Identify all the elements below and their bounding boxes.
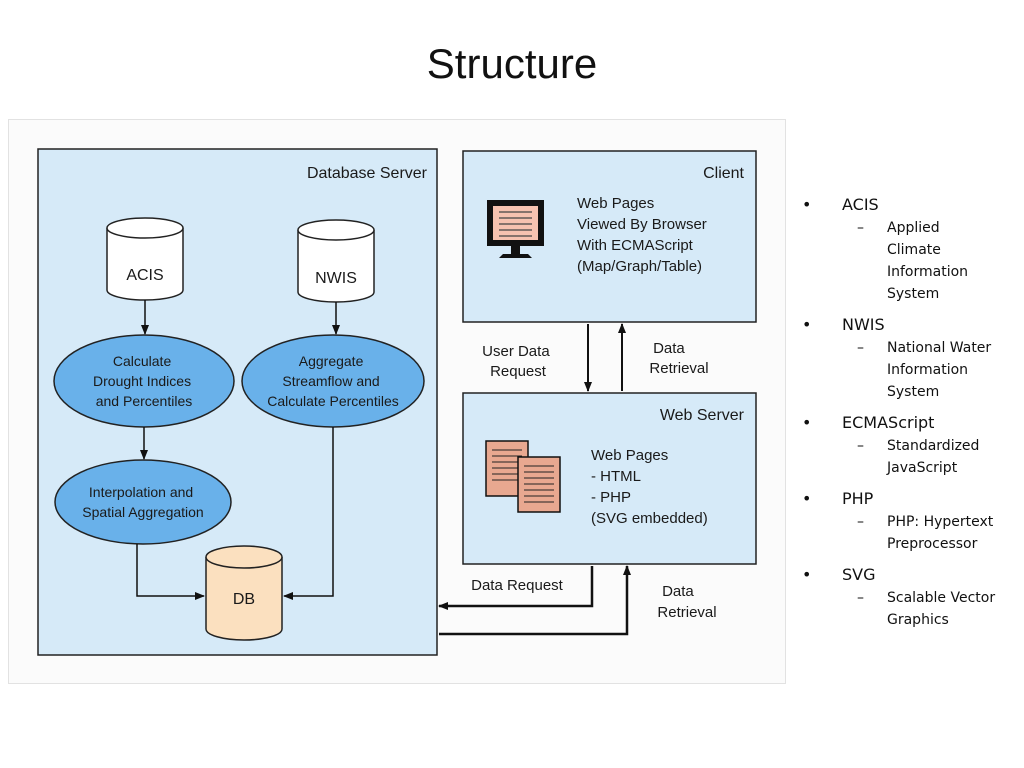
nwis-label: NWIS: [315, 270, 357, 287]
bullet-icon: •: [802, 489, 812, 508]
bullet-icon: •: [802, 565, 812, 584]
glossary-item-svg: • SVG – Scalable Vector Graphics: [802, 563, 1017, 631]
db-label: DB: [233, 591, 255, 608]
data-request-arrow: [438, 566, 594, 610]
acis-database-icon: [106, 217, 184, 301]
data-request-label: Data Request: [471, 577, 564, 594]
glossary-definition-line: Information: [887, 264, 969, 280]
bullet-icon: •: [802, 195, 812, 214]
interpolation-to-db-arrow: [136, 544, 205, 600]
glossary-definition-line: System: [887, 384, 940, 400]
calculate-drought-text: Calculate Drought Indices and Percentile…: [93, 353, 195, 409]
glossary-definition-line: Scalable Vector: [887, 590, 996, 606]
client-label: Client: [703, 165, 744, 182]
dash-icon: –: [857, 438, 864, 454]
glossary-list: • ACIS – Applied Climate Information Syst…: [802, 193, 1017, 639]
web-server-label: Web Server: [660, 407, 745, 424]
dash-icon: –: [857, 590, 864, 606]
aggregate-streamflow-text: Aggregate Streamflow and Calculate Perce…: [267, 353, 399, 409]
database-server-label: Database Server: [307, 165, 428, 182]
glossary-item-ecmascript: • ECMAScript – Standardized JavaScript: [802, 411, 1017, 479]
architecture-diagram: Database Server ACIS NWIS Calculate Drou…: [8, 119, 786, 684]
nwis-database-icon: [297, 219, 375, 303]
glossary-item-acis: • ACIS – Applied Climate Information Syst…: [802, 193, 1017, 305]
glossary-term: PHP: [842, 489, 874, 508]
glossary-definition-line: JavaScript: [887, 460, 958, 476]
aggregate-to-db-arrow: [283, 427, 334, 600]
dash-icon: –: [857, 220, 864, 236]
slide-title: Structure: [426, 40, 598, 87]
glossary-definition-line: System: [887, 286, 940, 302]
glossary-term: SVG: [842, 565, 876, 584]
glossary-item-nwis: • NWIS – National Water Information Syste…: [802, 313, 1017, 403]
user-data-request-label: User Data Request: [482, 343, 554, 380]
monitor-icon: [487, 200, 544, 258]
data-retrieval-top-label: Data Retrieval: [649, 340, 708, 377]
bullet-icon: •: [802, 413, 812, 432]
glossary-definition-line: Preprocessor: [887, 536, 978, 552]
acis-label: ACIS: [126, 267, 163, 284]
interpolation-node: [54, 459, 232, 545]
glossary-definition-line: PHP: Hypertext: [887, 514, 994, 530]
web-server-description: Web Pages - HTML - PHP (SVG embedded): [591, 447, 708, 527]
interpolation-text: Interpolation and Spatial Aggregation: [82, 484, 203, 520]
data-retrieval-bottom-label: Data Retrieval: [657, 583, 716, 621]
glossary-definition-line: Information: [887, 362, 969, 378]
db-database-icon: [205, 545, 283, 641]
data-retrieval-bottom-arrow: [439, 565, 631, 636]
client-description: Web Pages Viewed By Browser With ECMAScr…: [577, 195, 711, 275]
bullet-icon: •: [802, 315, 812, 334]
glossary-definition-line: Applied: [887, 220, 940, 236]
glossary-item-php: • PHP – PHP: Hypertext Preprocessor: [802, 487, 1017, 555]
documents-icon: [485, 440, 561, 513]
glossary-term: ACIS: [842, 195, 879, 214]
glossary-term: ECMAScript: [842, 413, 935, 432]
glossary-definition-line: Standardized: [887, 438, 980, 454]
glossary-definition-line: Climate: [887, 242, 941, 258]
glossary-definition-line: National Water: [887, 340, 992, 356]
dash-icon: –: [857, 340, 864, 356]
glossary-definition-line: Graphics: [887, 612, 949, 628]
glossary-term: NWIS: [842, 315, 885, 334]
dash-icon: –: [857, 514, 864, 530]
